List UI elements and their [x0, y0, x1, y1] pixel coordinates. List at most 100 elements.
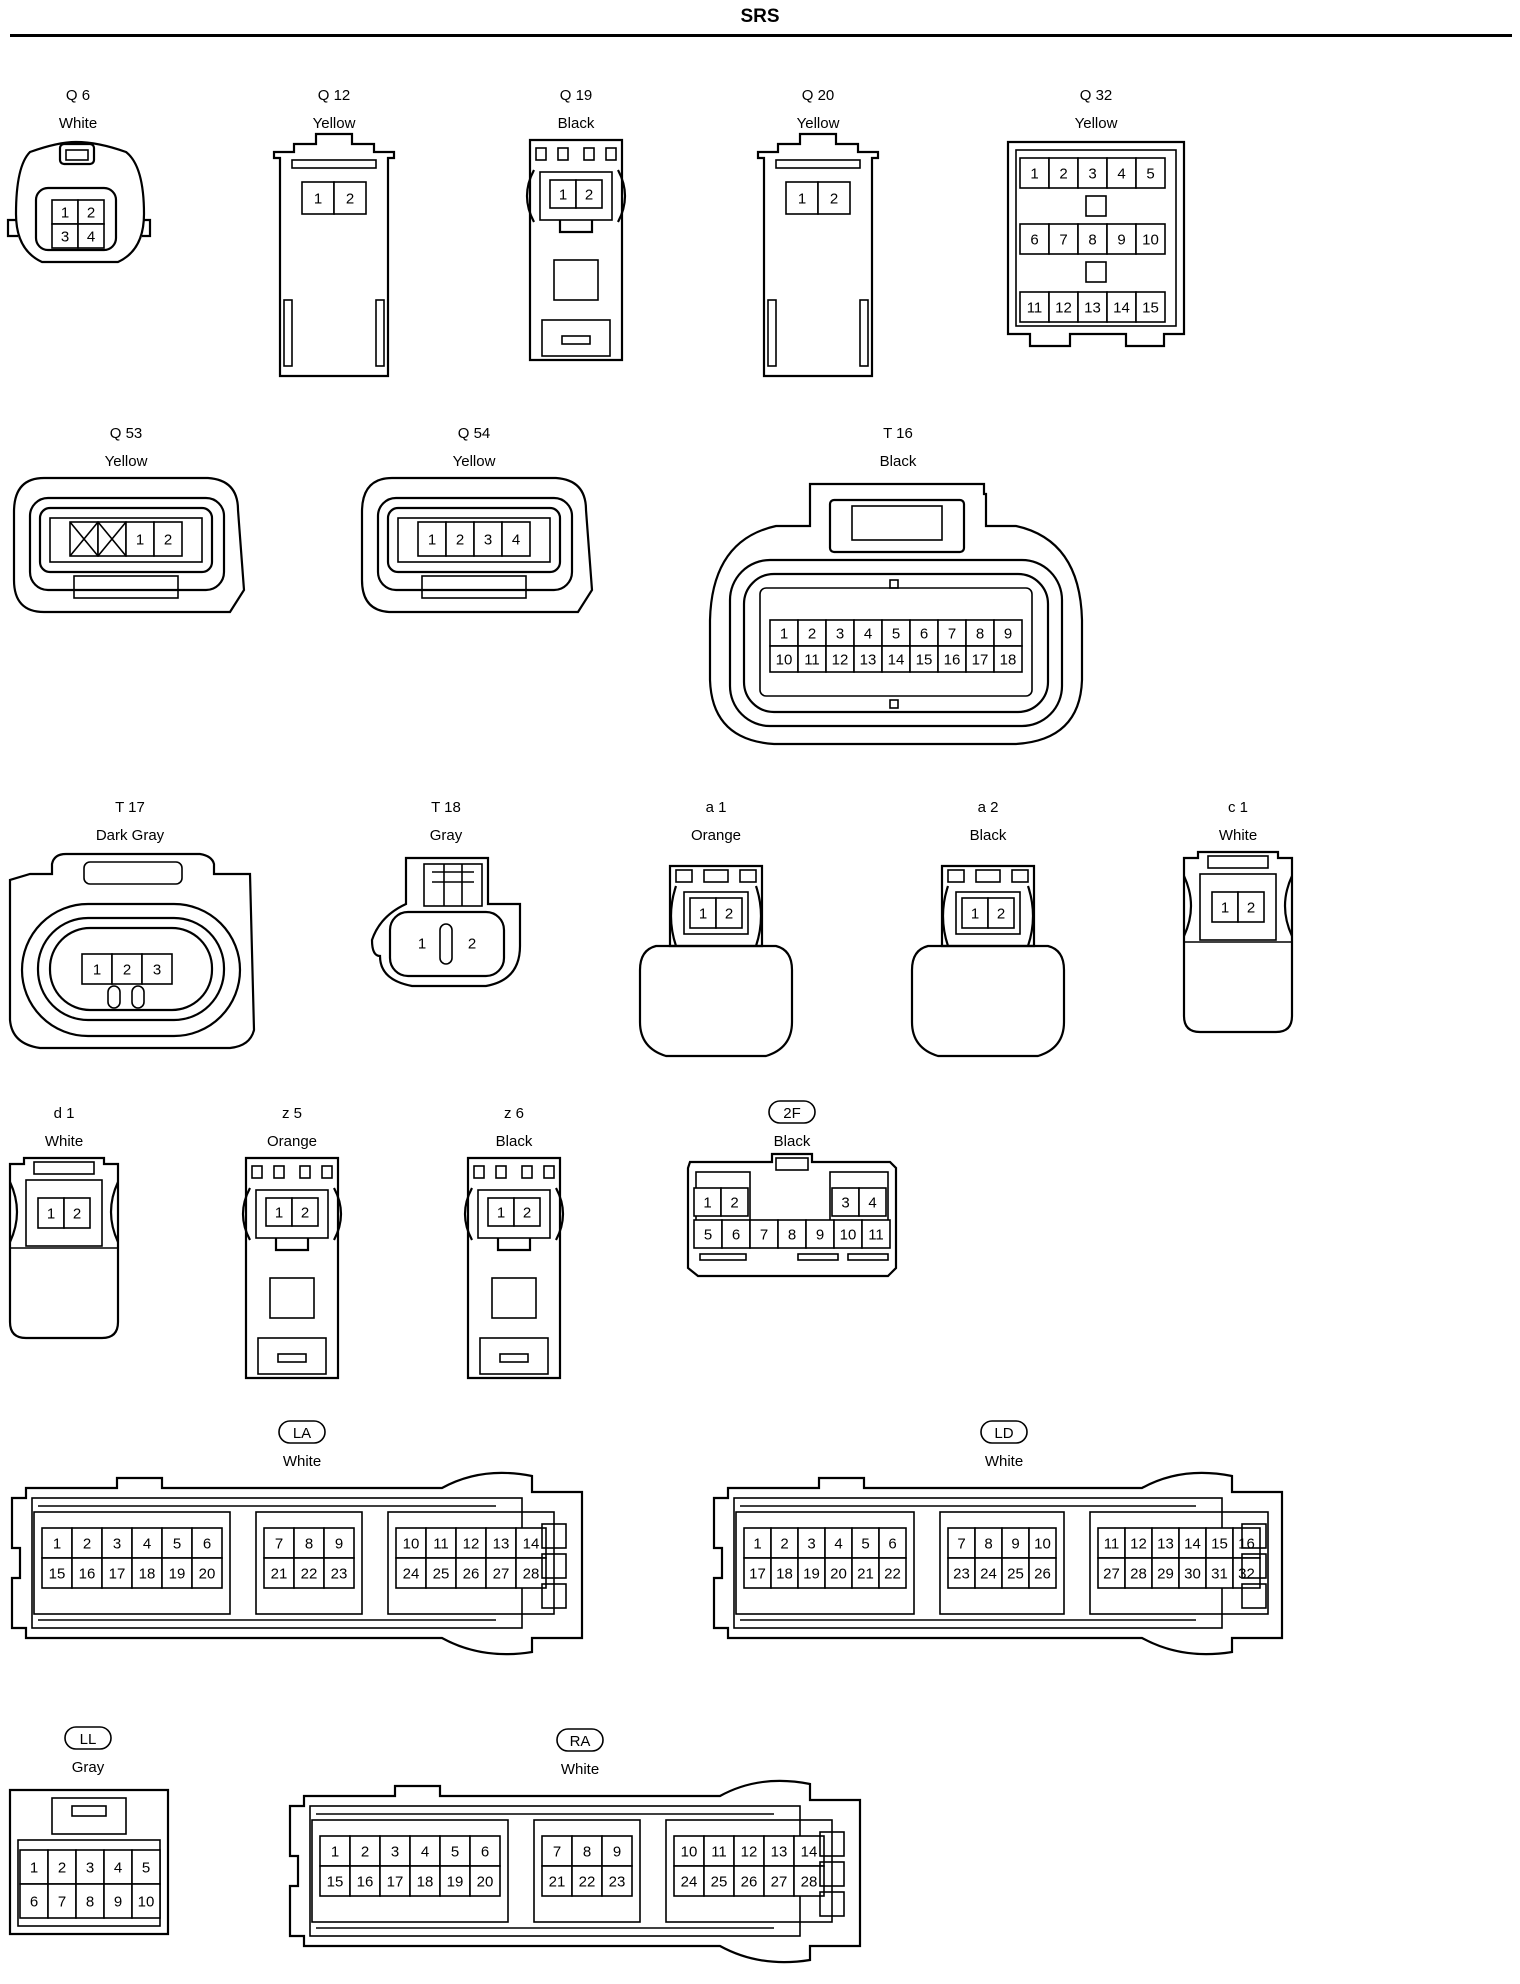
pin-cavity	[409, 1865, 441, 1897]
lance-window	[283, 299, 293, 367]
pin-number: 22	[301, 1566, 318, 1583]
pin-cavity	[1151, 1557, 1180, 1589]
housing-outline	[370, 856, 522, 988]
connector-code: Q 53	[110, 425, 143, 442]
pin-number: 20	[199, 1566, 216, 1583]
pin-cavity	[153, 521, 183, 557]
pin-cavity	[793, 1865, 825, 1897]
pin-number: 1	[780, 626, 788, 643]
housing-detail	[274, 1238, 310, 1252]
pin-number: 2	[73, 1206, 81, 1223]
pin-cavity	[785, 181, 819, 215]
pin-number: 1	[314, 191, 322, 208]
pin-number: 4	[1117, 166, 1125, 183]
pin-cavity	[485, 1557, 517, 1589]
housing-outline	[466, 1156, 562, 1380]
mating-face	[1199, 873, 1277, 941]
lock-tab	[33, 1161, 95, 1175]
connector-color: Black	[774, 1133, 811, 1150]
pin-cavity	[501, 521, 531, 557]
lock-tab	[851, 505, 943, 541]
pin-number: 30	[1184, 1566, 1201, 1583]
connector-code-badge	[278, 1420, 326, 1444]
pin-number: 10	[776, 652, 793, 669]
lock-slot	[605, 147, 617, 161]
pin-number: 9	[335, 1536, 343, 1553]
pin-number: 19	[447, 1874, 464, 1891]
lock-slot	[473, 1165, 485, 1179]
pin-cavity	[824, 1527, 853, 1559]
pin-number: 1	[1221, 900, 1229, 917]
pin-number: 9	[816, 1227, 824, 1244]
side-tab	[819, 1891, 845, 1917]
pin-number: 22	[884, 1566, 901, 1583]
lock-slot	[739, 869, 757, 883]
pin-number: 11	[1027, 300, 1043, 317]
pin-number: 27	[1103, 1566, 1120, 1583]
side-latch	[1183, 875, 1193, 937]
housing-outline	[756, 132, 880, 378]
side-latch	[1026, 885, 1035, 947]
pin-cavity	[63, 1197, 91, 1229]
pin-number: 15	[1142, 300, 1159, 317]
lock-slot	[1011, 869, 1029, 883]
pin-number: 7	[275, 1536, 283, 1553]
housing-outline	[244, 1156, 340, 1380]
keying-slot	[107, 985, 121, 1009]
pin-cavity	[41, 1557, 73, 1589]
housing-inner	[742, 572, 1050, 714]
pin-cavity	[673, 1835, 705, 1867]
pin-number: 8	[984, 1536, 992, 1553]
side-tab	[541, 1523, 567, 1549]
pin-number: 25	[711, 1874, 728, 1891]
pin-block	[533, 1819, 641, 1923]
connector-code: T 17	[115, 799, 145, 816]
pin-number: 1	[703, 1195, 711, 1212]
pin-number: 16	[944, 652, 961, 669]
connector-code: Q 32	[1080, 87, 1113, 104]
lock-ribs	[432, 864, 474, 906]
pin-number: 2	[87, 205, 95, 222]
retainer-window	[491, 1277, 537, 1319]
lock-tab	[83, 861, 183, 885]
connector-code: z 6	[504, 1105, 524, 1122]
pin-cavity	[763, 1865, 795, 1897]
pin-number: 6	[920, 626, 928, 643]
connector-code: LD	[994, 1425, 1013, 1442]
mating-face	[539, 171, 613, 221]
pin-number: 17	[109, 1566, 126, 1583]
pin-number: 10	[1034, 1536, 1051, 1553]
pin-cavity	[469, 1835, 501, 1867]
retainer-slot	[847, 1253, 889, 1261]
connector-code: Q 19	[560, 87, 593, 104]
pin-cavity	[417, 521, 447, 557]
pin-number: 4	[87, 229, 95, 246]
lance-window	[767, 299, 777, 367]
housing-inner	[728, 558, 1064, 728]
housing-outline	[272, 132, 396, 378]
connector-code: RA	[570, 1733, 591, 1750]
pin-cavity	[743, 1527, 772, 1559]
pin-number: 24	[980, 1566, 997, 1583]
lock-tab-detail	[65, 149, 89, 161]
pin-number: 3	[807, 1536, 815, 1553]
side-latch	[941, 885, 950, 947]
pin-number: 14	[801, 1844, 818, 1861]
pin-cavity	[1232, 1527, 1261, 1559]
connector-color: Yellow	[105, 453, 148, 470]
pin-number: 7	[760, 1227, 768, 1244]
pin-cavity	[469, 1865, 501, 1897]
lock-slot	[675, 869, 693, 883]
pin-number: 12	[1130, 1536, 1147, 1553]
side-tab	[541, 1583, 567, 1609]
housing-outline	[14, 140, 146, 264]
connector-code: Q 54	[458, 425, 491, 442]
